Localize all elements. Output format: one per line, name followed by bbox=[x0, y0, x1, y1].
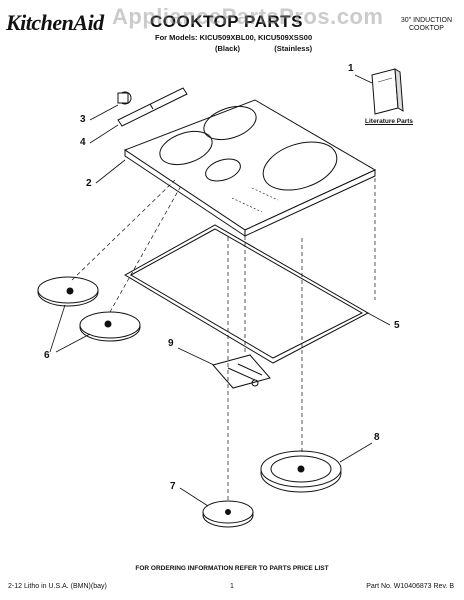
callout-5: 5 bbox=[394, 320, 400, 331]
page-title: COOKTOP PARTS bbox=[150, 12, 303, 31]
callout-4: 4 bbox=[80, 137, 86, 148]
literature-parts-label: Literature Parts bbox=[365, 118, 414, 125]
callout-7: 7 bbox=[170, 481, 176, 492]
variant-stainless: (Stainless) bbox=[274, 44, 313, 53]
model-variants: (Black) (Stainless) bbox=[215, 44, 312, 53]
mounting-bracket bbox=[117, 87, 188, 127]
callout-1: 1 bbox=[348, 63, 354, 74]
coil-element-left bbox=[37, 276, 99, 307]
literature-book bbox=[371, 68, 404, 115]
cooktop-glass bbox=[123, 99, 377, 237]
gasket-seal bbox=[123, 224, 370, 364]
footer-part-number: Part No. W10406873 Rev. B bbox=[366, 583, 454, 590]
coil-element-right bbox=[79, 311, 141, 342]
ordering-note: FOR ORDERING INFORMATION REFER TO PARTS … bbox=[135, 565, 329, 572]
callout-2: 2 bbox=[86, 178, 92, 189]
large-element bbox=[260, 450, 342, 493]
callout-9: 9 bbox=[168, 338, 174, 349]
leader-lines bbox=[49, 74, 391, 507]
alignment-lines bbox=[71, 178, 376, 500]
small-element bbox=[202, 500, 254, 528]
product-type: 30" INDUCTION COOKTOP bbox=[401, 17, 452, 33]
footer-litho: 2-12 Litho in U.S.A. (BMN)(bay) bbox=[8, 583, 107, 590]
callout-6: 6 bbox=[44, 350, 50, 361]
footer-page-number: 1 bbox=[230, 583, 234, 590]
callout-8: 8 bbox=[374, 432, 380, 443]
models-line: For Models: KICU509XBL00, KICU509XSS00 bbox=[155, 33, 313, 42]
brand-logo: KitchenAid bbox=[6, 10, 104, 35]
variant-black: (Black) bbox=[215, 44, 241, 53]
sensor-bracket bbox=[212, 354, 271, 389]
product-type-line2: COOKTOP bbox=[409, 25, 444, 32]
product-type-line1: 30" INDUCTION bbox=[400, 17, 452, 24]
callout-3: 3 bbox=[80, 114, 86, 125]
watermark: AppliancePartsPros.com bbox=[112, 4, 384, 29]
